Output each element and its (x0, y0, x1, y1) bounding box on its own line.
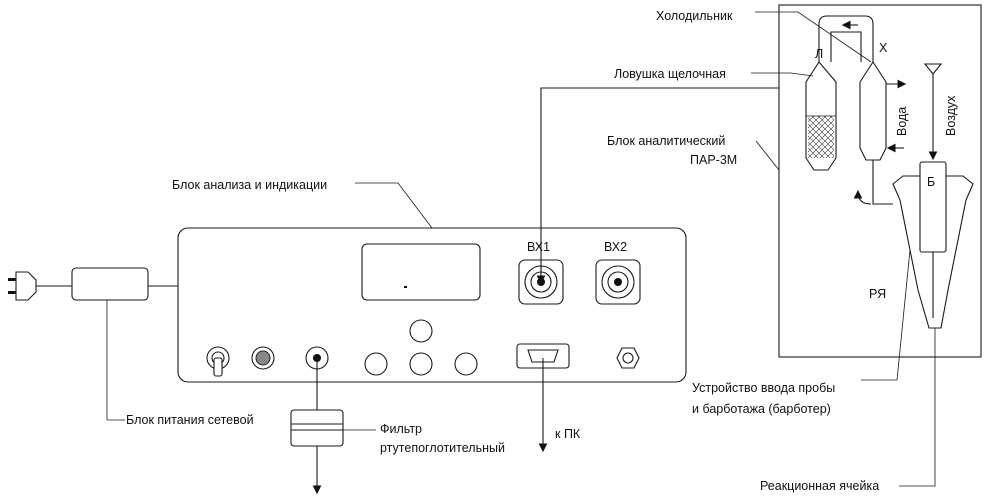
label-lovushka: Ловушка щелочная (614, 67, 726, 81)
mercury-filter (290, 358, 376, 495)
input-bx2-connector (595, 259, 641, 305)
analysis-indication-block (177, 227, 687, 383)
label-vozduh: Воздух (944, 95, 958, 136)
power-plug-icon (8, 271, 72, 301)
label-blok-analit-1: Блок аналитический (607, 134, 725, 148)
label-reak-yacheika: Реакционная ячейка (760, 479, 879, 493)
leader-holodilnik (755, 11, 872, 63)
indicator-lamp-icon (251, 346, 275, 370)
hex-nut-icon (616, 347, 640, 369)
label-holodilnik: Холодильник (656, 9, 733, 23)
label-blok-pitaniya: Блок питания сетевой (126, 413, 254, 427)
analytical-block-par3m (778, 4, 982, 358)
label-ustroistvo-2: и барботажа (барботер) (692, 402, 831, 416)
connecting-tube (818, 15, 874, 62)
leader-blok-analiza (355, 182, 433, 229)
leader-ustroistvo (861, 249, 911, 381)
toggle-switch-icon (206, 346, 230, 377)
label-ustroistvo-1: Устройство ввода пробы (692, 381, 835, 395)
label-l: Л (815, 47, 823, 61)
label-vx2: ВХ2 (604, 240, 627, 254)
leader-reak (899, 328, 936, 487)
label-blok-analit-2: ПАР-3М (690, 153, 737, 167)
label-x: Х (879, 41, 888, 55)
condenser-X (853, 60, 907, 205)
label-b: Б (927, 175, 935, 189)
button-right (454, 352, 478, 376)
button-top (409, 319, 433, 343)
label-voda: Вода (895, 107, 909, 136)
label-k-pk: к ПК (555, 427, 581, 441)
alkaline-trap-L (805, 61, 837, 171)
label-rya: РЯ (869, 287, 886, 301)
leader-lovushka (751, 72, 814, 77)
label-filtr-1: Фильтр (380, 422, 422, 436)
label-filtr-2: ртутепоглотительный (380, 441, 505, 455)
gas-line-bx1 (540, 87, 806, 282)
reaction-cell (892, 161, 974, 329)
leader-blok-analit (755, 140, 780, 171)
button-left (364, 352, 388, 376)
air-inlet (923, 63, 943, 161)
serial-port-icon (516, 343, 570, 369)
label-blok-analiza: Блок анализа и индикации (172, 178, 327, 192)
label-vx1: ВХ1 (527, 240, 550, 254)
button-center (409, 352, 433, 376)
display-screen (361, 243, 481, 301)
